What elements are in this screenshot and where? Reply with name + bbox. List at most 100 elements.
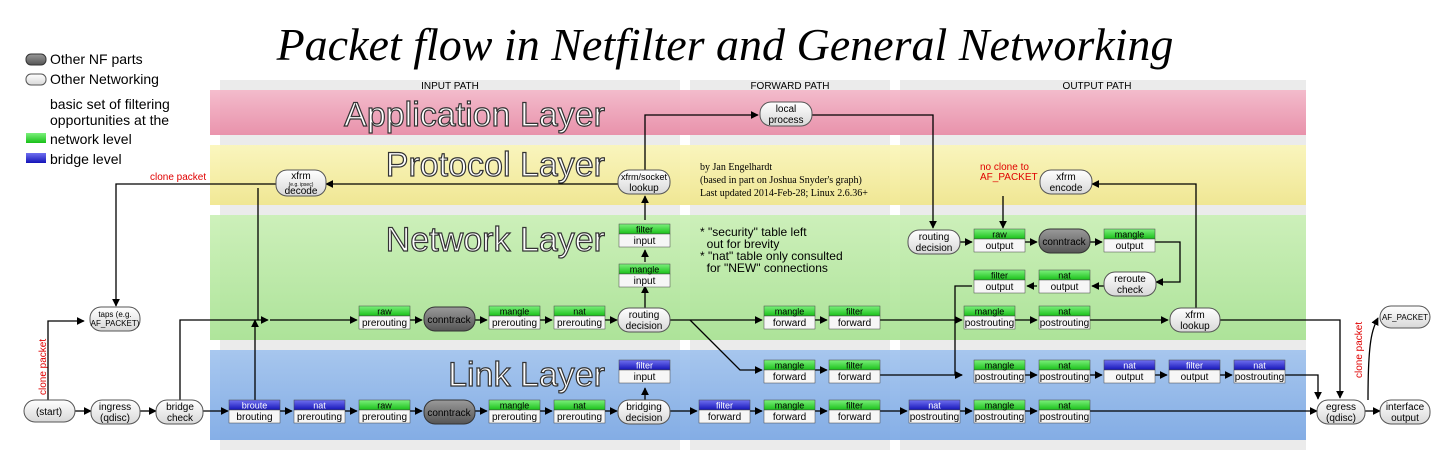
svg-text:reroute: reroute: [1114, 274, 1146, 285]
svg-text:AF_PACKET: AF_PACKET: [1382, 313, 1428, 322]
hook-chain-label: prerouting: [557, 412, 602, 423]
hook-table-label: nat: [1058, 271, 1071, 281]
hook-chain-label: output: [986, 241, 1014, 252]
taps-node: taps (e.g. AF_PACKET): [89, 306, 141, 332]
svg-text:output: output: [1391, 413, 1419, 424]
legend: Other NF parts Other Networking basic se…: [25, 51, 170, 167]
svg-text:encode: encode: [1050, 183, 1083, 194]
forward-path-label: FORWARD PATH: [750, 81, 829, 92]
input-path-label: INPUT PATH: [421, 81, 479, 92]
credits: by Jan Engelhardt (based in part on Josh…: [700, 162, 868, 199]
hook-table-label: nat: [1058, 361, 1071, 371]
hook-chain-label: prerouting: [557, 318, 602, 329]
notes: * "security" table left out for brevity …: [700, 225, 843, 275]
legend-item-nf-parts: Other NF parts: [50, 51, 143, 67]
hook-boxes: broutebroutingnatpreroutingrawprerouting…: [228, 223, 1286, 424]
xfrm-lookup-node: xfrm lookup: [1169, 307, 1221, 333]
hook-table-label: mangle: [985, 361, 1015, 371]
hook-chain-label: forward: [838, 412, 871, 423]
hook-table-label: nat: [1123, 361, 1136, 371]
svg-text:routing: routing: [629, 310, 660, 321]
legend-item-network-level: network level: [50, 131, 132, 147]
note-line-1: * "security" table left: [700, 225, 807, 239]
hook-table-label: filter: [991, 271, 1008, 281]
note-line-2: out for brevity: [700, 237, 779, 251]
hook-table-label: mangle: [1115, 230, 1145, 240]
hook-chain-label: forward: [773, 318, 806, 329]
hook-table-label: broute: [242, 401, 268, 411]
hook-chain-label: prerouting: [362, 318, 407, 329]
hook-table-label: mangle: [630, 265, 660, 275]
hook-table-label: nat: [928, 401, 941, 411]
nodes: (start) ingress (qdisc) bridge check tap…: [23, 101, 1431, 425]
hook-table-label: mangle: [775, 401, 805, 411]
network-layer-label: Network Layer: [386, 221, 605, 259]
hook-table-label: mangle: [500, 401, 530, 411]
routing-decision-output-node: routing decision: [907, 229, 961, 255]
hook-table-label: nat: [313, 401, 326, 411]
svg-text:decode: decode: [285, 186, 318, 197]
flow-arrows: [47, 111, 1381, 415]
svg-text:AF_PACKET): AF_PACKET): [91, 319, 140, 328]
svg-text:local: local: [776, 104, 797, 115]
svg-text:interface: interface: [1386, 402, 1425, 413]
hook-chain-label: input: [634, 372, 656, 383]
no-clone-label-1: no clone to: [980, 162, 1029, 173]
svg-text:(qdisc): (qdisc): [100, 413, 130, 424]
note-line-3: * "nat" table only consulted: [700, 249, 843, 263]
output-path-label: OUTPUT PATH: [1063, 81, 1132, 92]
svg-text:(qdisc): (qdisc): [1326, 413, 1356, 424]
hook-table-label: mangle: [500, 307, 530, 317]
hook-table-label: filter: [636, 361, 653, 371]
hook-chain-label: postrouting: [910, 412, 959, 423]
diagram-title: Packet flow in Netfilter and General Net…: [276, 19, 1174, 70]
hook-table-label: filter: [636, 225, 653, 235]
svg-text:lookup: lookup: [629, 183, 659, 194]
hook-table-label: mangle: [985, 401, 1015, 411]
legend-swatch-nf-parts: [25, 53, 47, 66]
legend-filter-text-1: basic set of filtering: [50, 96, 170, 112]
hook-chain-label: input: [634, 236, 656, 247]
xfrm-decode-node: xfrm (e.g. ipsec) decode: [275, 169, 327, 197]
hook-table-label: raw: [377, 401, 392, 411]
hook-chain-label: prerouting: [492, 412, 537, 423]
legend-swatch-bridge-level: [26, 153, 46, 163]
svg-text:ingress: ingress: [99, 402, 131, 413]
conntrack-node-network: conntrack: [423, 306, 476, 332]
ingress-node: ingress (qdisc): [90, 399, 141, 425]
svg-text:conntrack: conntrack: [1042, 237, 1086, 248]
legend-swatch-networking: [25, 73, 47, 86]
protocol-layer-band: [210, 145, 1306, 205]
hook-chain-label: output: [986, 282, 1014, 293]
svg-text:conntrack: conntrack: [427, 408, 471, 419]
hook-chain-label: output: [1116, 372, 1144, 383]
legend-item-bridge-level: bridge level: [50, 151, 122, 167]
svg-text:decision: decision: [626, 321, 663, 332]
hook-chain-label: forward: [838, 318, 871, 329]
hook-chain-label: postrouting: [975, 372, 1024, 383]
interface-output-node: interface output: [1379, 399, 1431, 425]
bridging-decision-node: bridging decision: [617, 399, 671, 425]
svg-text:check: check: [1117, 285, 1144, 296]
credit-line-3: Last updated 2014-Feb-28; Linux 2.6.36+: [700, 188, 868, 199]
legend-filter-text-2: opportunities at the: [50, 112, 169, 128]
hook-chain-label: postrouting: [1040, 318, 1089, 329]
local-process-node: local process: [759, 101, 813, 127]
credit-line-1: by Jan Engelhardt: [700, 162, 772, 173]
